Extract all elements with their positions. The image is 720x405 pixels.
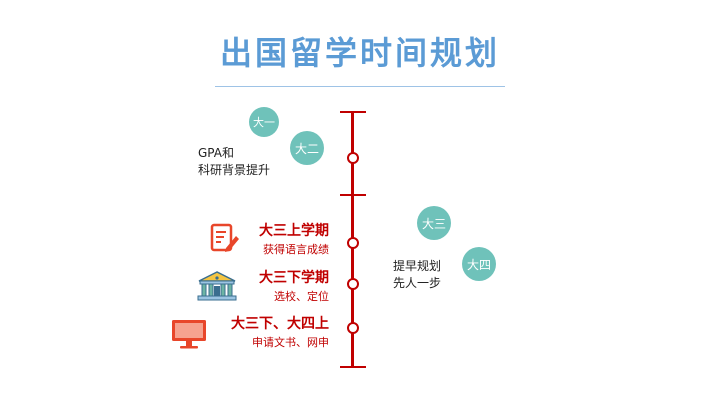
phase-1: 大三上学期 获得语言成绩 xyxy=(259,221,329,258)
phase-2-title: 大三下学期 xyxy=(259,270,329,286)
left-note: GPA和 科研背景提升 xyxy=(198,145,270,179)
right-note-line-2: 先人一步 xyxy=(393,276,442,290)
pencil-document-icon xyxy=(210,223,239,252)
year-bubble-1: 大一 xyxy=(249,107,279,137)
phase-1-title: 大三上学期 xyxy=(259,223,329,239)
monitor-icon xyxy=(172,320,206,349)
phase-2-subtitle: 选校、定位 xyxy=(274,290,329,303)
phase-3: 大三下、大四上 申请文书、网申 xyxy=(231,314,329,351)
timeline-node-2 xyxy=(347,237,359,249)
timeline-node-4 xyxy=(347,322,359,334)
right-note: 提早规划 先人一步 xyxy=(393,258,441,292)
timeline-bottom-cap xyxy=(340,366,366,368)
year-bubble-2: 大二 xyxy=(290,131,324,165)
left-note-line-1: GPA和 xyxy=(198,146,234,160)
phase-3-subtitle: 申请文书、网申 xyxy=(252,336,329,349)
timeline-node-3 xyxy=(347,278,359,290)
timeline-node-1 xyxy=(347,152,359,164)
left-note-line-2: 科研背景提升 xyxy=(198,163,271,177)
page-title: 出国留学时间规划 xyxy=(219,34,500,72)
phase-2: 大三下学期 选校、定位 xyxy=(259,268,329,305)
phase-1-subtitle: 获得语言成绩 xyxy=(263,243,329,256)
year-bubble-4: 大四 xyxy=(462,247,496,281)
university-building-icon xyxy=(197,271,237,301)
title-underline xyxy=(215,86,505,87)
year-bubble-3: 大三 xyxy=(417,206,451,240)
timeline-top-cap xyxy=(340,111,366,113)
phase-3-title: 大三下、大四上 xyxy=(231,316,329,332)
timeline-mid-divider xyxy=(340,194,366,196)
right-note-line-1: 提早规划 xyxy=(393,259,442,273)
